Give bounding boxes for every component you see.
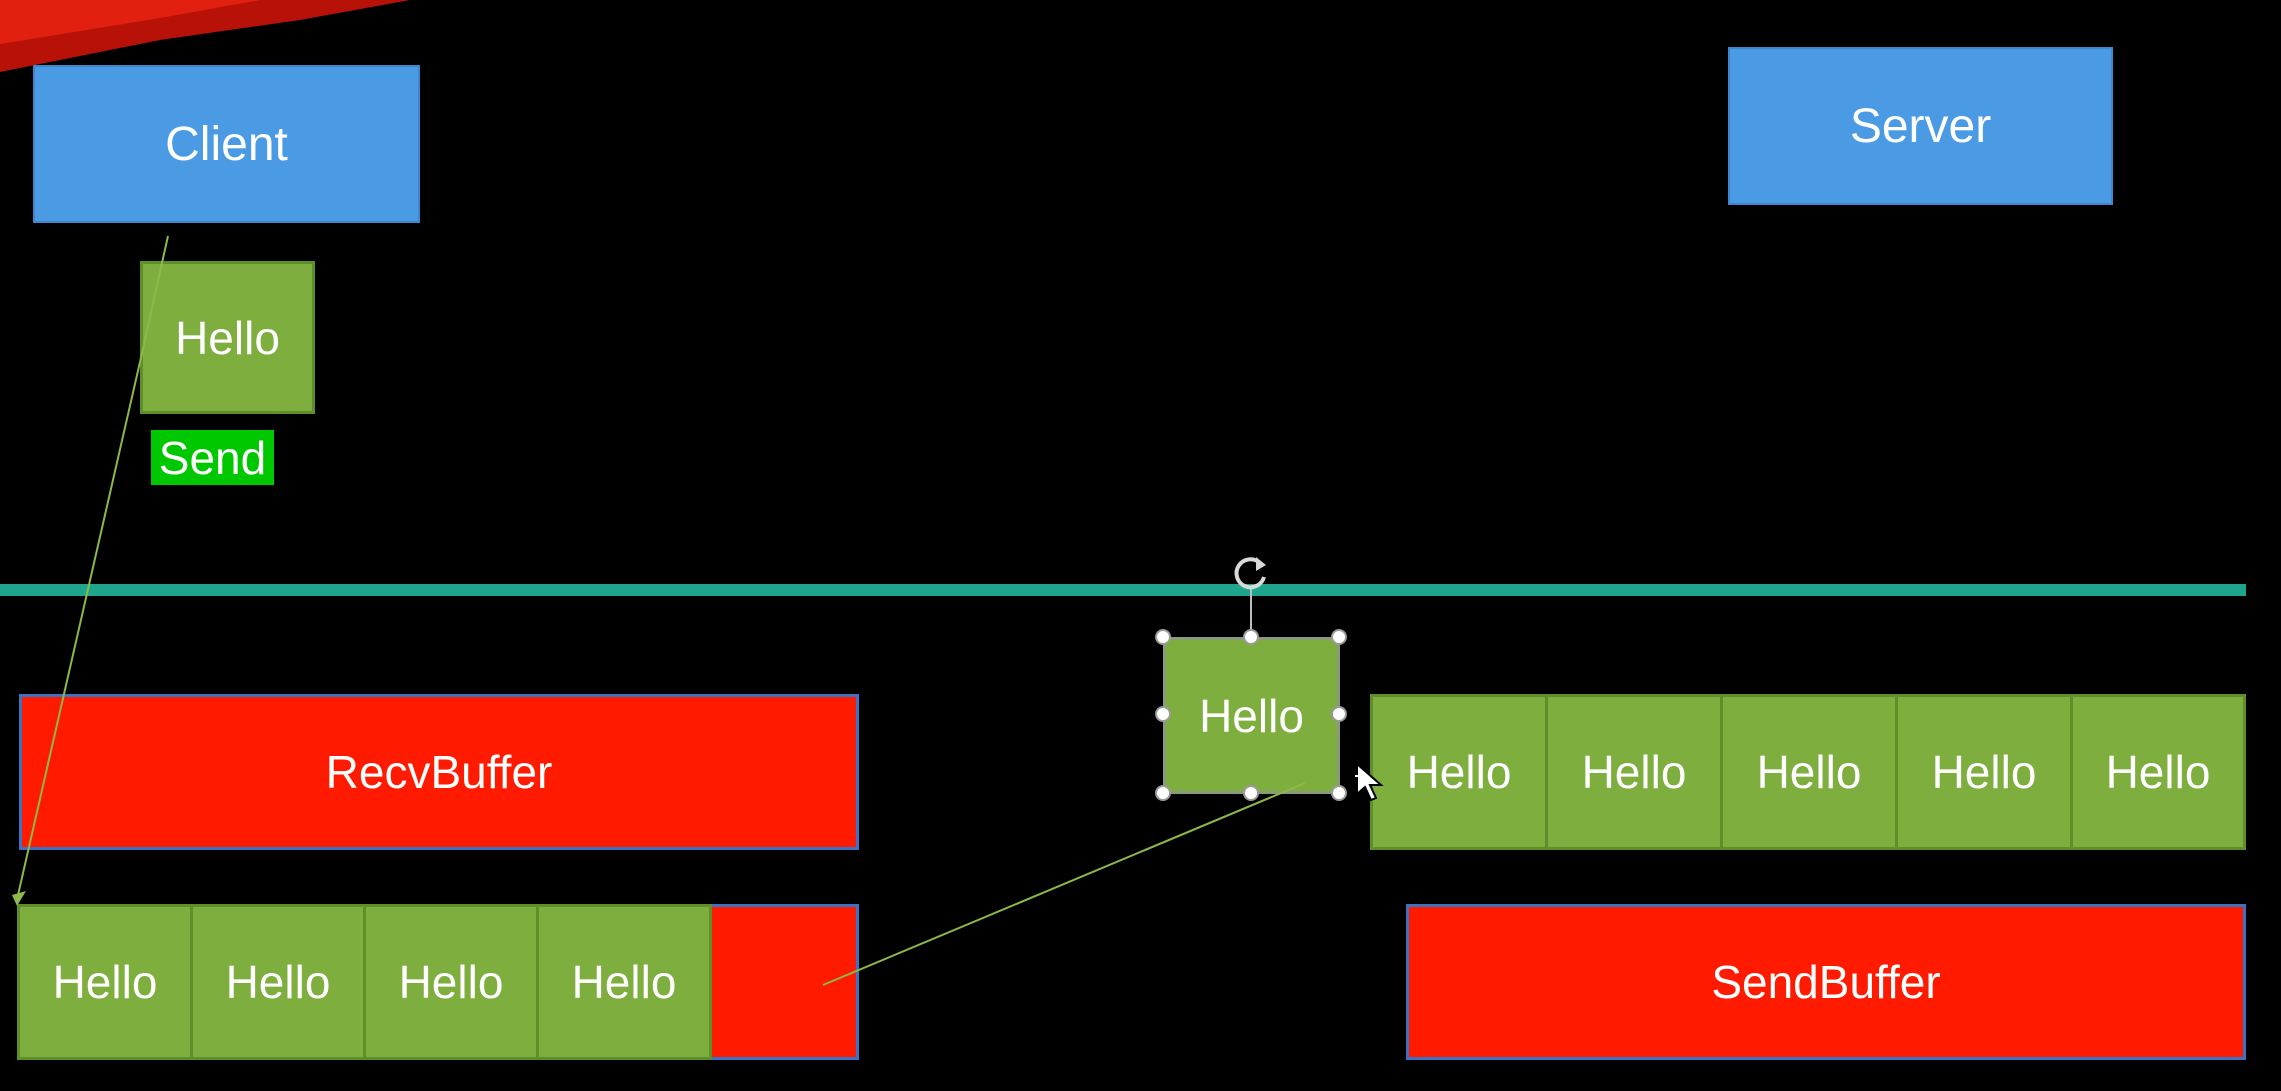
- recv-buffer-queue: Hello Hello Hello Hello: [17, 904, 859, 1060]
- send-buffer-item-label: Hello: [1931, 746, 2037, 798]
- client-packet-label: Hello: [175, 311, 280, 364]
- resize-handle-sw[interactable]: [1155, 785, 1171, 801]
- client-box[interactable]: Client: [33, 65, 420, 223]
- send-buffer-item-label: Hello: [2105, 746, 2211, 798]
- resize-handle-se[interactable]: [1331, 785, 1347, 801]
- resize-handle-nw[interactable]: [1155, 629, 1171, 645]
- recv-buffer[interactable]: RecvBuffer: [19, 694, 859, 850]
- send-buffer-label: SendBuffer: [1711, 956, 1941, 1008]
- send-buffer-item[interactable]: Hello: [1895, 694, 2073, 850]
- recv-buffer-label: RecvBuffer: [325, 746, 553, 798]
- resize-handle-ne[interactable]: [1331, 629, 1347, 645]
- client-packet[interactable]: Hello: [140, 261, 315, 414]
- selected-packet[interactable]: Hello: [1163, 637, 1340, 794]
- connector-line: [139, 235, 169, 363]
- send-buffer-item[interactable]: Hello: [2070, 694, 2246, 850]
- resize-handle-w[interactable]: [1155, 706, 1171, 722]
- send-buffer-item-label: Hello: [1756, 746, 1862, 798]
- recv-buffer-item-label: Hello: [398, 956, 504, 1008]
- recv-buffer-item-label: Hello: [571, 956, 677, 1008]
- recv-buffer-item-label: Hello: [52, 956, 158, 1008]
- resize-handle-e[interactable]: [1331, 706, 1347, 722]
- send-buffer-item-label: Hello: [1406, 746, 1512, 798]
- recv-buffer-item[interactable]: Hello: [363, 904, 539, 1060]
- connector-line: [17, 361, 141, 896]
- send-buffer-queue: Hello Hello Hello Hello Hello: [1370, 694, 2246, 850]
- connector-line: [822, 782, 1306, 986]
- recv-buffer-item-label: Hello: [225, 956, 331, 1008]
- send-buffer[interactable]: SendBuffer: [1406, 904, 2246, 1060]
- send-buffer-item[interactable]: Hello: [1370, 694, 1548, 850]
- send-tag: Send: [151, 430, 274, 485]
- rotate-icon[interactable]: [1230, 553, 1274, 597]
- server-label: Server: [1849, 99, 1992, 153]
- selected-packet-label: Hello: [1199, 689, 1304, 742]
- resize-handle-n[interactable]: [1243, 629, 1259, 645]
- move-cursor-icon: [1355, 761, 1384, 802]
- arrowhead-icon: [12, 891, 26, 906]
- network-line: [0, 584, 2246, 596]
- recv-buffer-item[interactable]: Hello: [190, 904, 366, 1060]
- server-box[interactable]: Server: [1728, 47, 2113, 205]
- resize-handle-s[interactable]: [1243, 785, 1259, 801]
- send-buffer-item-label: Hello: [1581, 746, 1687, 798]
- send-tag-label: Send: [158, 431, 267, 484]
- send-buffer-item[interactable]: Hello: [1720, 694, 1898, 850]
- recv-buffer-item[interactable]: Hello: [536, 904, 712, 1060]
- client-label: Client: [165, 117, 288, 171]
